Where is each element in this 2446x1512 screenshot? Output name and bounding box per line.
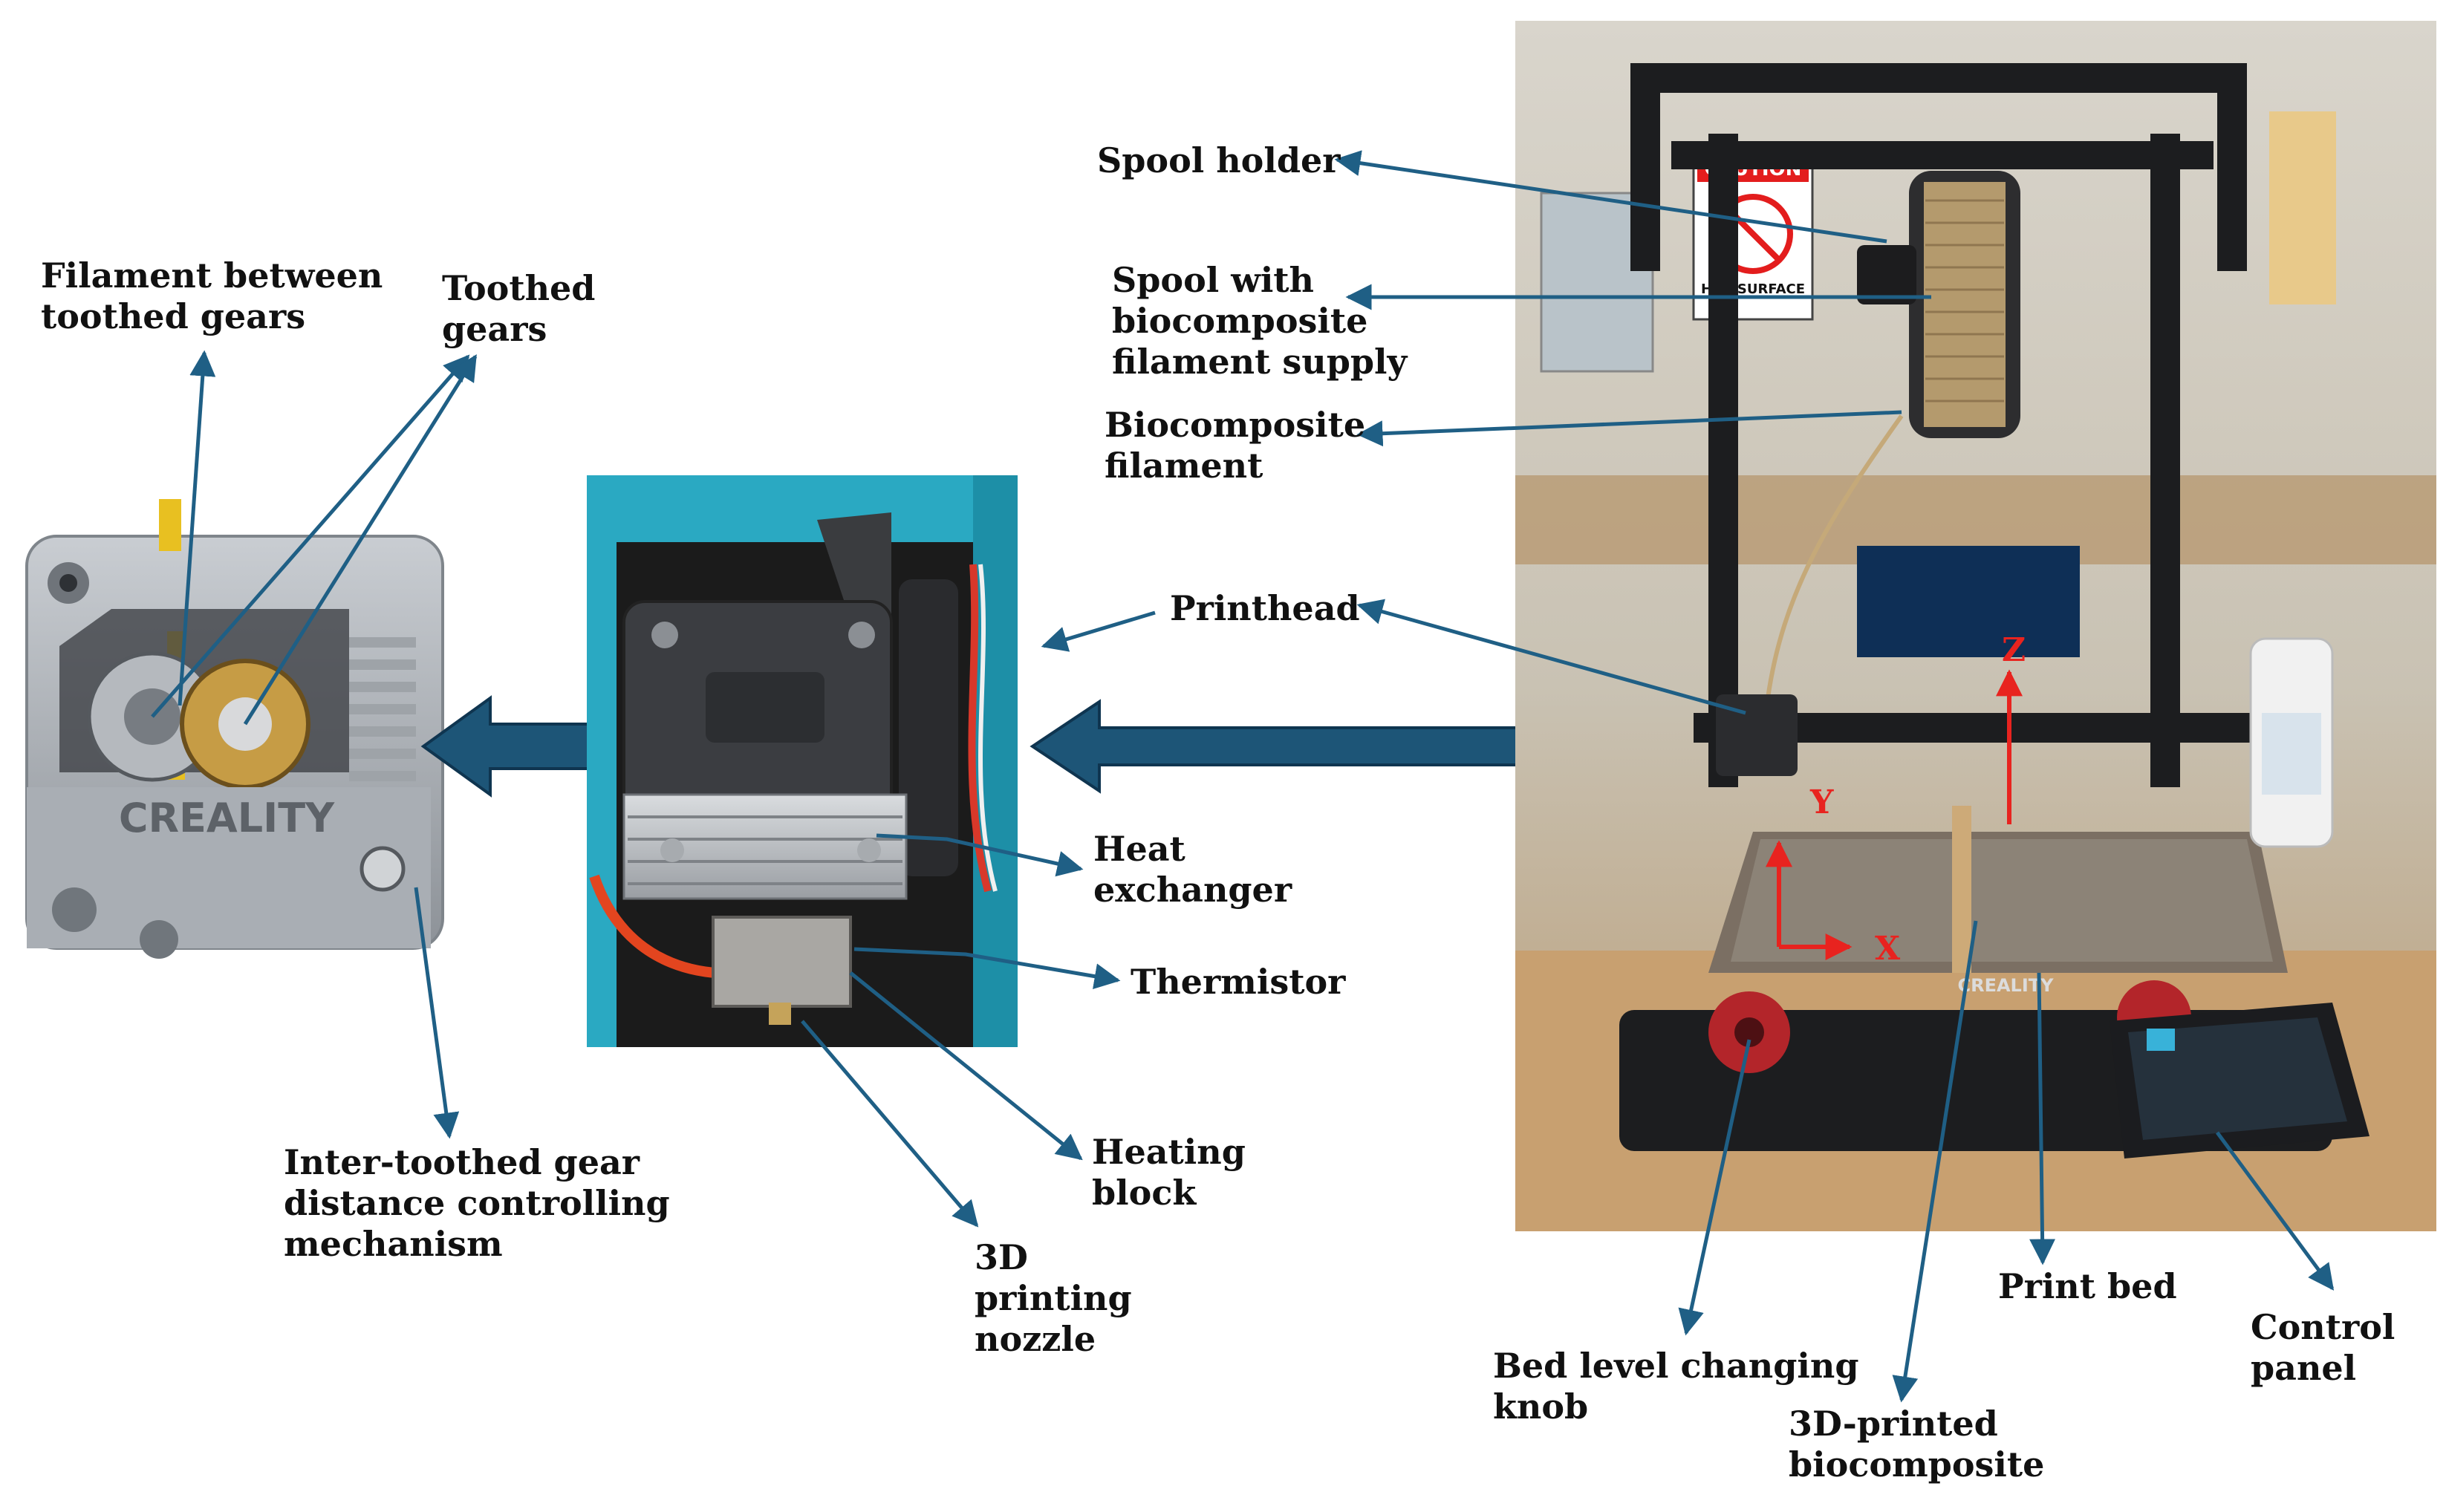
print-bed-photo: CREALITY (1708, 806, 2288, 996)
label-print-bed: Print bed (1998, 1266, 2177, 1306)
label-spool-with-filament: Spool with biocomposite filament supply (1112, 260, 1408, 382)
leader-spool-holder (1334, 150, 1887, 244)
adjust-screw-icon (360, 846, 406, 892)
leader-control-panel (2215, 1131, 2335, 1291)
spool-holder-rod (1857, 245, 1916, 304)
leader-printhead-closeup (1041, 610, 1156, 652)
axis-y-label: Y (1809, 783, 1834, 821)
nozzle-tip (769, 1003, 791, 1025)
leader-biocomposite-filament (1356, 410, 1902, 447)
leader-heat-exchanger (876, 833, 1084, 877)
control-panel-photo (2110, 1003, 2369, 1159)
label-inter-gear-mechanism: Inter-toothed gear distance controlling … (284, 1142, 670, 1264)
spool-photo (1766, 171, 2020, 699)
label-nozzle: 3D printing nozzle (975, 1237, 1132, 1359)
label-heating-block: Heating block (1092, 1132, 1246, 1213)
leader-print-bed (2029, 972, 2056, 1265)
extruder-photo: CREALITY (22, 499, 444, 959)
axis-x-label: X (1875, 930, 1901, 968)
printhead-photo (587, 475, 1018, 1047)
leader-lines (151, 150, 2335, 1403)
leader-heating-block (849, 971, 1083, 1161)
label-control-panel: Control panel (2251, 1307, 2395, 1388)
label-spool-holder: Spool holder (1097, 140, 1341, 180)
leader-nozzle (801, 1020, 979, 1228)
leader-toothed-gear-2 (243, 354, 478, 726)
label-filament-between-gears: Filament between toothed gears (41, 255, 383, 336)
printed-strip (1952, 806, 1971, 973)
axis-arrows (1766, 669, 2023, 960)
label-printhead: Printhead (1170, 588, 1360, 628)
printer-photo: CAUTION HOT SURFACE (1515, 21, 2436, 1231)
filament-tip (159, 499, 181, 551)
leader-toothed-gear-1 (151, 354, 470, 718)
label-bed-knob: Bed level changing knob (1493, 1346, 1859, 1427)
leader-thermistor (853, 947, 1121, 989)
leader-filament-between (178, 350, 216, 706)
printer-printhead (1716, 694, 1798, 776)
label-printed-biocomposite: 3D-printed biocomposite (1789, 1404, 2045, 1485)
extruder-brand-text: CREALITY (119, 795, 335, 841)
leader-inter-gear (414, 887, 460, 1139)
leader-printhead (1356, 599, 1746, 715)
label-biocomposite-filament: Biocomposite filament (1105, 405, 1366, 486)
label-toothed-gears: Toothed gears (442, 268, 596, 349)
axis-z-label: Z (2002, 631, 2026, 669)
leader-printed-biocomposite (1892, 920, 1978, 1403)
heating-block-photo (712, 916, 852, 1008)
spring-icon (349, 637, 416, 781)
label-heat-exchanger: Heat exchanger (1093, 829, 1292, 910)
label-thermistor: Thermistor (1131, 962, 1346, 1002)
leader-bed-knob (1678, 1039, 1751, 1336)
filament-path (1766, 414, 1904, 699)
